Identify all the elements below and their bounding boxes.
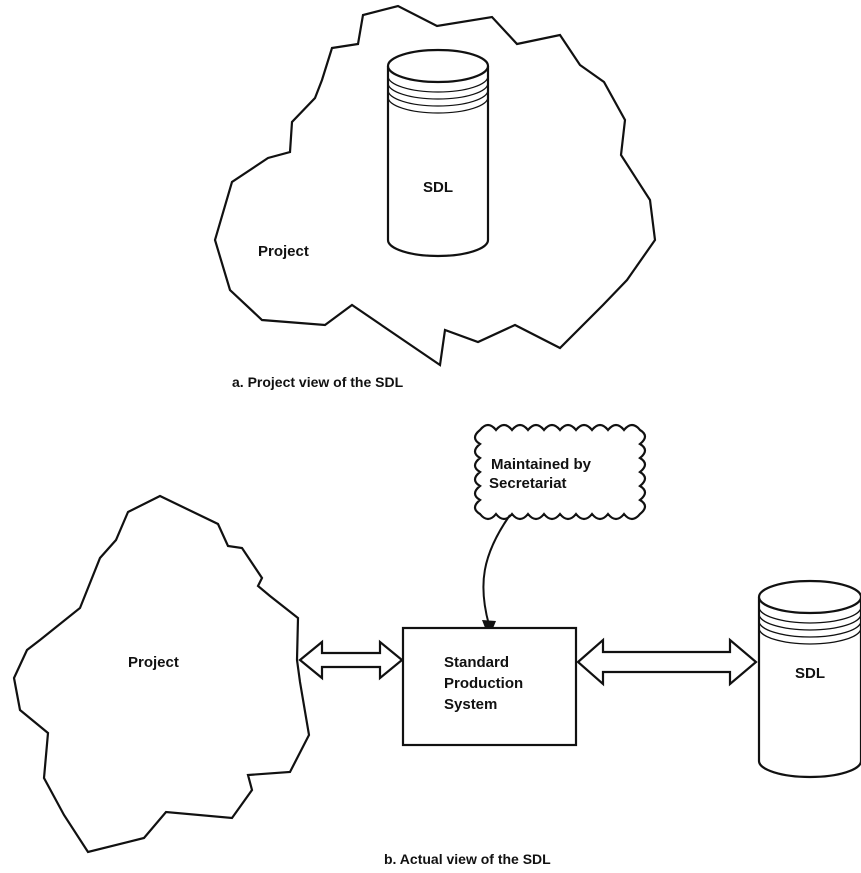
project-label-b: Project xyxy=(128,654,179,671)
project-label-a: Project xyxy=(258,243,309,260)
system-label-line-3: System xyxy=(444,696,497,713)
project-system-double-arrow xyxy=(298,639,404,681)
sdl-label-a: SDL xyxy=(423,179,453,196)
sdl-database-b xyxy=(757,579,861,779)
system-sdl-double-arrow xyxy=(576,637,758,687)
actual-view-diagram: Maintained by Secretariat Project Standa… xyxy=(12,423,861,854)
cloud-to-system-arrow xyxy=(482,514,511,638)
sdl-database-a xyxy=(386,48,490,258)
system-label-line-2: Production xyxy=(444,675,523,692)
standard-production-system-box xyxy=(401,626,578,747)
project-region-b xyxy=(12,494,311,854)
cloud-label-line-1: Maintained by xyxy=(491,456,592,473)
secretariat-cloud xyxy=(473,423,647,521)
caption-b: b. Actual view of the SDL xyxy=(384,851,551,867)
system-label-line-1: Standard xyxy=(444,654,509,671)
caption-a: a. Project view of the SDL xyxy=(232,374,404,390)
project-view-diagram: SDL Project xyxy=(213,4,657,367)
sdl-label-b: SDL xyxy=(795,665,825,682)
cloud-label-line-2: Secretariat xyxy=(489,475,567,492)
